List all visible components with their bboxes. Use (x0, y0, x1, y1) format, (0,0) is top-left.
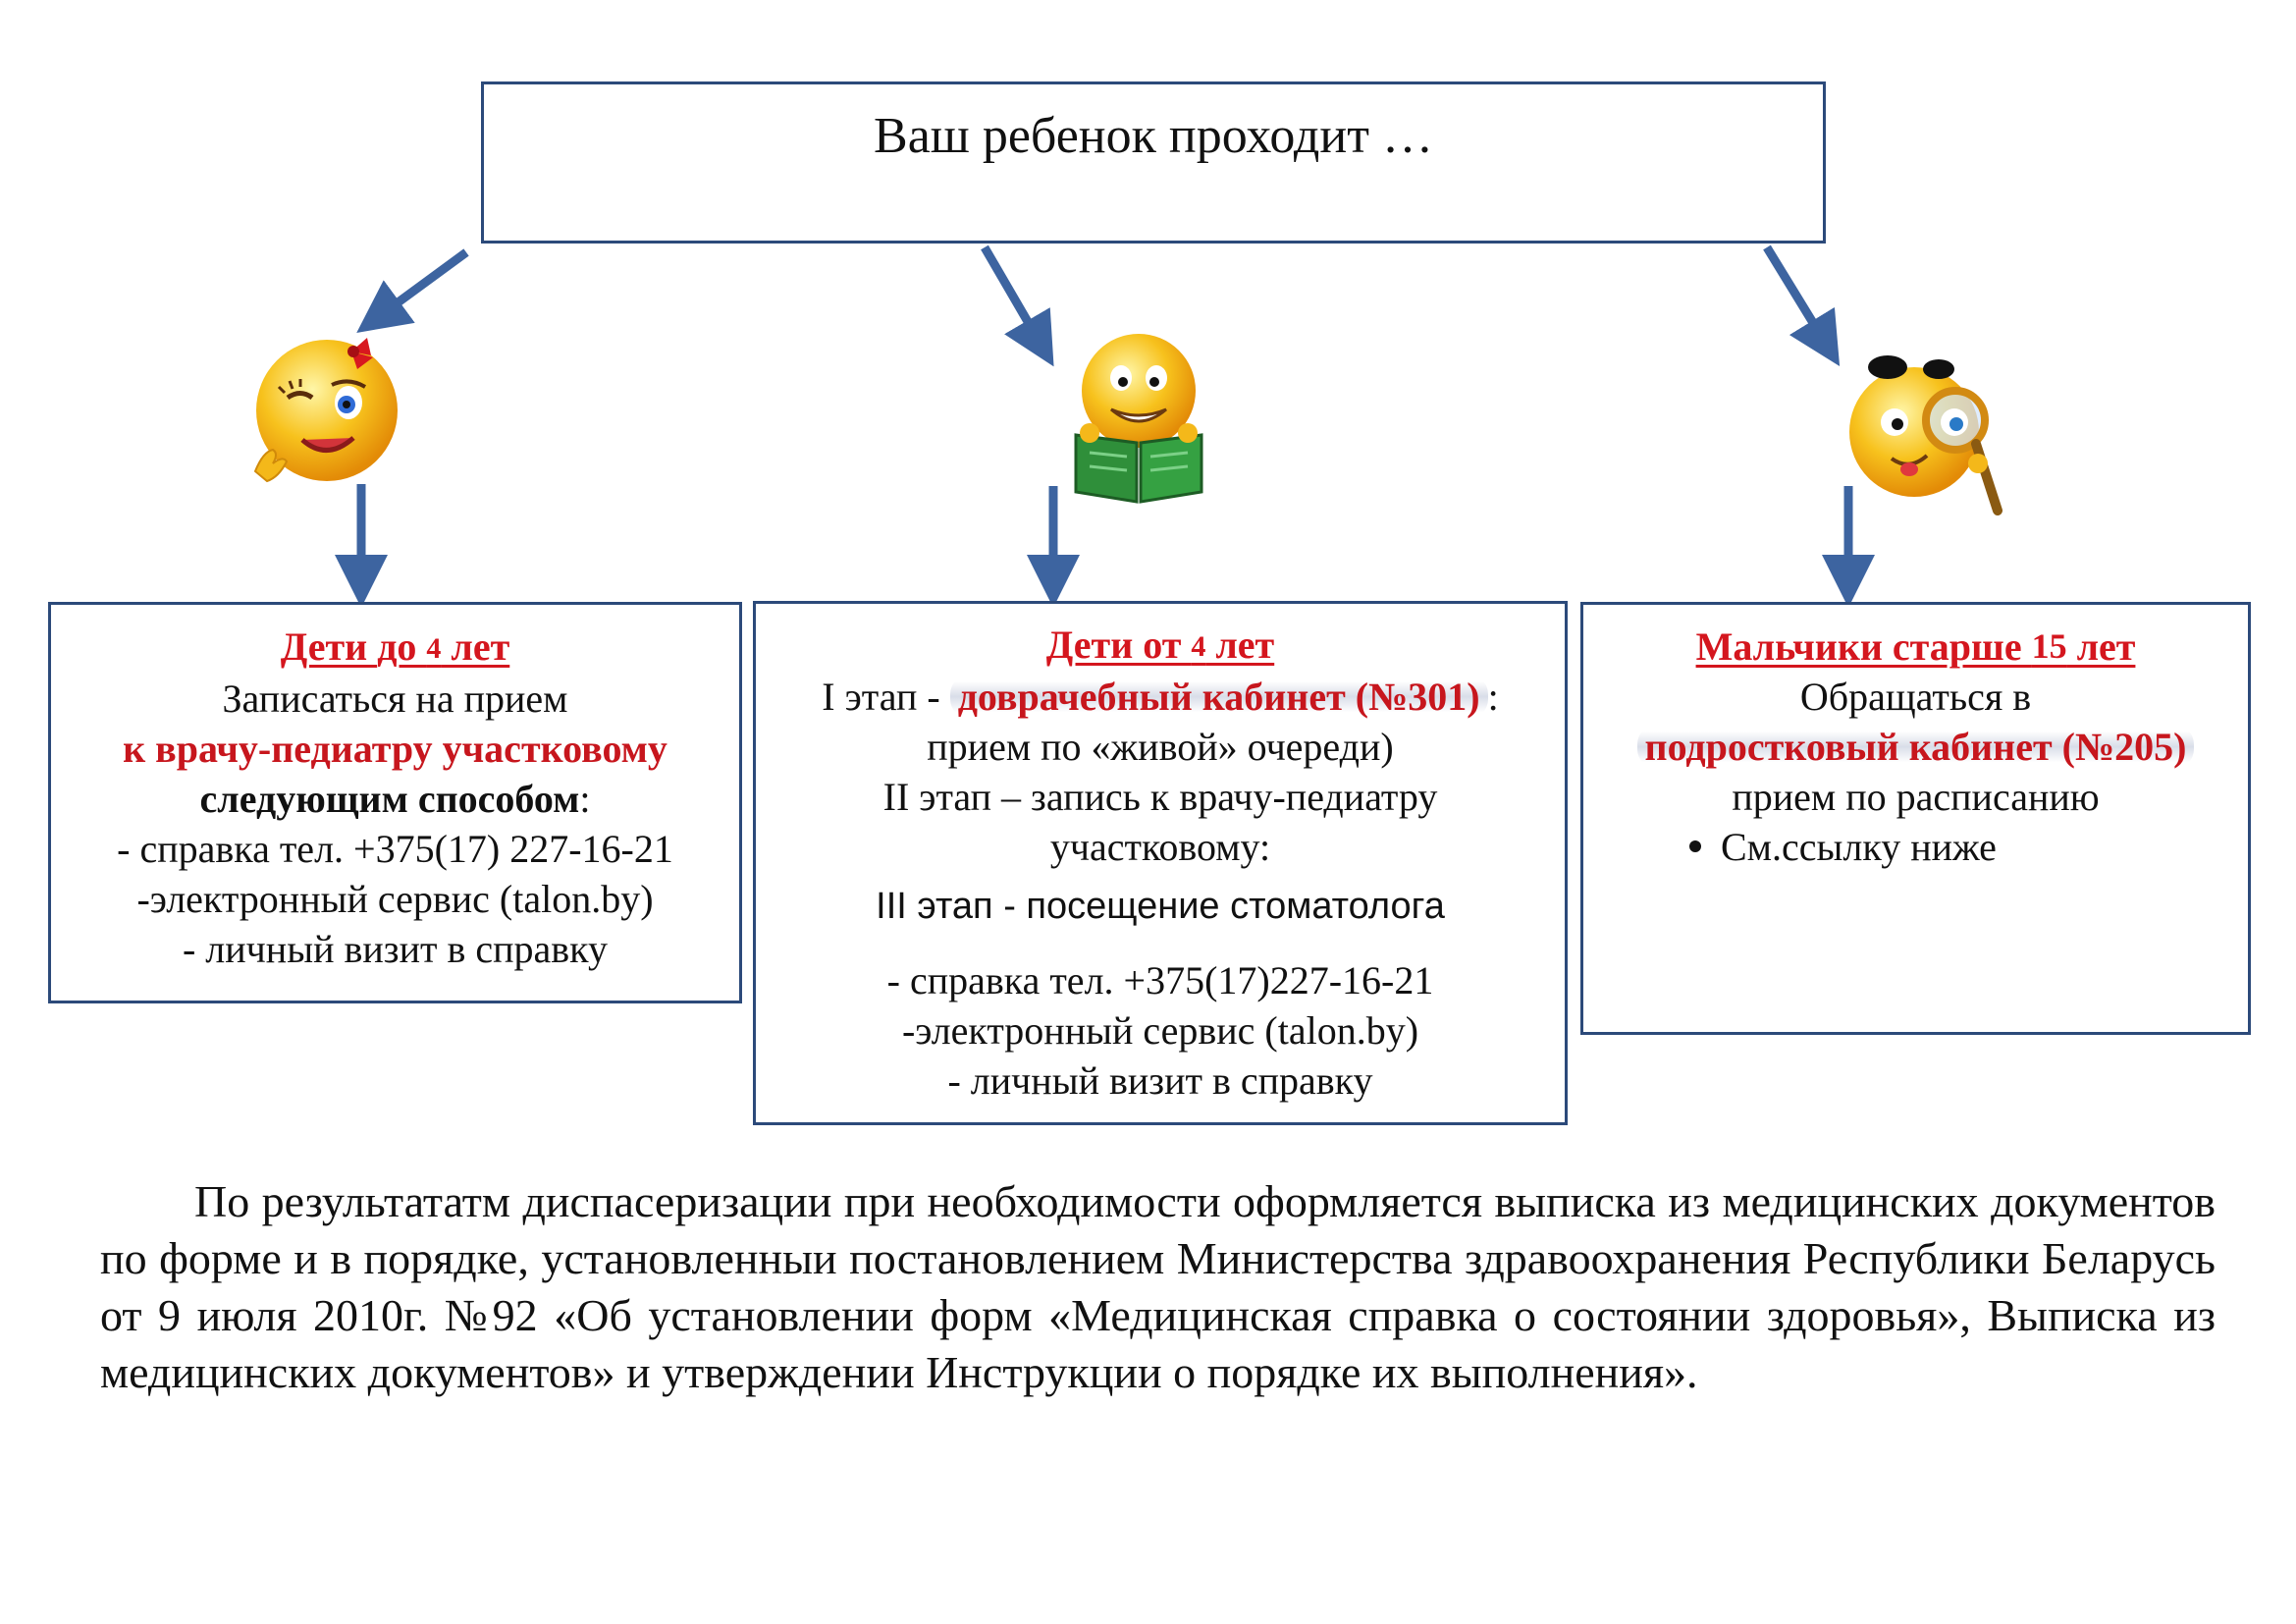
box-boys-over-15: Мальчики старше 15 лет Обращаться в подр… (1580, 602, 2251, 1035)
mid-stage-3: III этап - посещение стоматолога (876, 886, 1445, 927)
heading-over-15: Мальчики старше 15 лет (1695, 624, 2136, 669)
heading-under-4: Дети до 4 лет (280, 624, 510, 669)
left-line-5: -электронный сервис (talon.by) (136, 877, 654, 921)
mid-line-7: -электронный сервис (talon.by) (901, 1008, 1419, 1053)
winking-girl-emoji-icon (253, 338, 398, 483)
left-line-4: - справка тел. +375(17) 227-16-21 (117, 827, 673, 871)
bullet-dot-icon (1689, 840, 1701, 852)
left-line-2: к врачу-педиатру участковому (123, 727, 667, 771)
box-children-under-4: Дети до 4 лет Записаться на прием к врач… (48, 602, 742, 1003)
mid-stage-1: I этап - доврачебный кабинет (№301): (822, 675, 1499, 719)
right-line-1: Обращаться в (1799, 675, 2032, 719)
right-line-3: прием по расписанию (1732, 775, 2100, 819)
mid-line-6: - справка тел. +375(17)227-16-21 (886, 958, 1434, 1002)
right-bullet-text: См.ссылку ниже (1721, 825, 1997, 869)
box-children-from-4: Дети от 4 лет I этап - доврачебный кабин… (753, 601, 1568, 1125)
mid-line-3: II этап – запись к врачу-педиатру (882, 775, 1438, 819)
top-box: Ваш ребенок проходит … (481, 81, 1826, 244)
arrow-top-middle (981, 244, 1054, 367)
right-line-2: подростковый кабинет (№205) (1583, 722, 2248, 772)
mid-line-4: участковому: (1049, 825, 1271, 869)
magnifier-emoji-icon (1849, 355, 2002, 515)
left-line-3: следующим способом: (199, 777, 591, 821)
reading-book-emoji-icon (1074, 334, 1203, 504)
left-line-6: - личный визит в справку (182, 927, 609, 971)
heading-from-4: Дети от 4 лет (1045, 623, 1275, 667)
right-bullet: См.ссылку ниже (1583, 822, 2248, 872)
arrow-top-left (356, 248, 469, 333)
arrow-top-right (1763, 244, 1841, 367)
mid-line-8: - личный визит в справку (947, 1058, 1373, 1103)
left-line-1: Записаться на прием (222, 677, 568, 721)
footer-paragraph: По результататм диспасеризации при необх… (100, 1176, 2216, 1397)
mid-line-2: прием по «живой» очереди) (927, 725, 1394, 769)
top-title: Ваш ребенок проходит … (874, 108, 1433, 164)
